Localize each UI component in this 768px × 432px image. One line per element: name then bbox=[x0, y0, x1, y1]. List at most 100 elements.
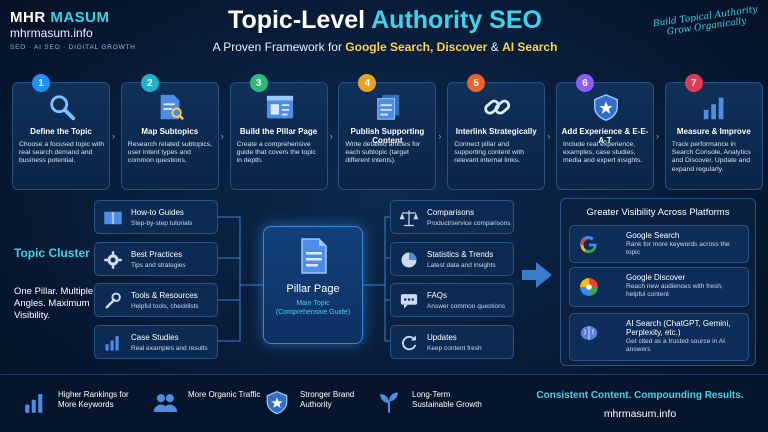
footer-benefit-text: More Organic Traffic bbox=[188, 390, 261, 399]
visibility-panel: Greater Visibility Across Platforms Goog… bbox=[560, 198, 756, 366]
browser-page-icon bbox=[266, 95, 293, 119]
platform-desc: Reach new audiences with fresh, helpful … bbox=[626, 283, 723, 299]
magnifier-icon bbox=[50, 95, 76, 121]
step-title: Map Subtopics bbox=[141, 127, 199, 136]
chat-bubble-icon bbox=[400, 294, 418, 309]
tile-desc: Step-by-step tutorials bbox=[131, 220, 193, 227]
footer-tagline: Consistent Content. Compounding Results. bbox=[536, 390, 744, 401]
step-desc: Research related subtopics, user intent … bbox=[127, 141, 213, 165]
footer-benefit-text: Long-Term Sustainable Growth bbox=[412, 390, 482, 409]
step-arrow-icon: › bbox=[438, 131, 442, 141]
platform-title: Google Discover bbox=[626, 273, 686, 282]
step-desc: Connect pillar and supporting content wi… bbox=[454, 141, 525, 165]
step-number-badge: 4 bbox=[358, 74, 377, 92]
visibility-title: Greater Visibility Across Platforms bbox=[586, 207, 730, 218]
tile-title: Updates bbox=[427, 332, 457, 342]
footer-bar bbox=[0, 374, 768, 432]
footer-benefit: Stronger Brand Authority bbox=[264, 388, 374, 418]
wrench-icon bbox=[105, 292, 121, 309]
people-icon bbox=[153, 394, 178, 412]
platform-title: Google Search bbox=[626, 231, 680, 240]
pillar-subtitle: Main Topic (Comprehensive Guide) bbox=[275, 300, 351, 316]
step-arrow-icon: › bbox=[656, 131, 659, 141]
document-icon bbox=[301, 238, 327, 274]
brand-site: mhrmasum.info bbox=[10, 26, 93, 40]
platform-card: AI Search (ChatGPT, Gemini, Perplexity, … bbox=[569, 313, 749, 361]
footer-benefit: Long-Term Sustainable Growth bbox=[376, 388, 486, 418]
step-desc: Include real experience, examples, case … bbox=[563, 141, 643, 165]
step-desc: Track performance in Search Console, Ana… bbox=[671, 141, 751, 173]
step-number-badge: 7 bbox=[684, 74, 703, 92]
tile-desc: Latest data and insights bbox=[427, 261, 496, 269]
footer-benefit-text: Higher Rankings for More Keywords bbox=[58, 390, 129, 409]
brand-tags: SEO · AI SEO · DIGITAL GROWTH bbox=[10, 44, 136, 51]
tile-title: Comparisons bbox=[427, 208, 475, 217]
page-subtitle: A Proven Framework for Google Search, Di… bbox=[212, 40, 558, 54]
step-arrow-icon: › bbox=[220, 131, 224, 141]
step-title: Add Experience & E-E-A-T bbox=[561, 127, 649, 145]
tile-title: Tools & Resources bbox=[131, 291, 198, 300]
platform-desc: Get cited as a trusted source in AI answ… bbox=[626, 338, 725, 354]
step-number-badge: 2 bbox=[140, 74, 159, 92]
step-desc: Write detailed articles for each subtopi… bbox=[345, 141, 421, 165]
refresh-icon bbox=[402, 335, 417, 350]
platform-title: AI Search (ChatGPT, Gemini, Perplexity, … bbox=[626, 319, 731, 337]
shield-star-icon bbox=[266, 390, 288, 415]
brain-icon bbox=[580, 326, 598, 340]
footer-site: mhrmasum.info bbox=[603, 408, 677, 420]
step-arrow-icon: › bbox=[112, 131, 115, 141]
step-number-badge: 3 bbox=[249, 74, 268, 92]
step-title: Publish Supporting Content bbox=[350, 127, 425, 145]
tile-desc: Real examples and results bbox=[131, 344, 208, 352]
tile-desc: Answer common questions bbox=[427, 303, 506, 310]
documents-icon bbox=[377, 94, 400, 120]
discover-icon bbox=[580, 278, 598, 296]
step-title: Build the Pillar Page bbox=[239, 127, 318, 136]
tile-title: Statistics & Trends bbox=[427, 249, 494, 259]
step-desc: Create a comprehensive guide that covers… bbox=[236, 141, 316, 165]
step-arrow-icon: › bbox=[547, 131, 551, 141]
document-search-icon bbox=[160, 94, 184, 121]
tile-desc: Product/service comparisons bbox=[427, 220, 511, 227]
tile-title: Best Practices bbox=[131, 249, 183, 259]
gear-icon bbox=[104, 250, 122, 269]
scale-icon bbox=[399, 210, 419, 227]
google-g-icon bbox=[580, 236, 597, 254]
tile-desc: Helpful tools, checklists bbox=[131, 303, 199, 310]
step-arrow-icon: › bbox=[329, 131, 333, 141]
step-title: Interlink Strategically bbox=[455, 127, 537, 136]
bar-chart-icon bbox=[105, 335, 119, 350]
sprout-icon bbox=[380, 392, 398, 413]
tile-title: FAQs bbox=[427, 291, 448, 300]
footer-benefit: More Organic Traffic bbox=[152, 388, 262, 418]
step-title: Define the Topic bbox=[30, 127, 92, 136]
tile-title: How-to Guides bbox=[131, 208, 184, 217]
pillar-page-card: Pillar Page Main Topic (Comprehensive Gu… bbox=[263, 226, 363, 344]
footer-benefit-text: Stronger Brand Authority bbox=[300, 390, 355, 409]
right-arrow-icon bbox=[522, 262, 552, 288]
page-title: Topic-Level Authority SEO bbox=[228, 6, 542, 34]
shield-star-icon bbox=[594, 94, 618, 121]
step-number-badge: 6 bbox=[576, 74, 594, 92]
step-number-badge: 5 bbox=[467, 74, 486, 92]
platform-desc: Rank for more keywords across the topic bbox=[626, 241, 730, 257]
book-icon bbox=[104, 211, 122, 225]
